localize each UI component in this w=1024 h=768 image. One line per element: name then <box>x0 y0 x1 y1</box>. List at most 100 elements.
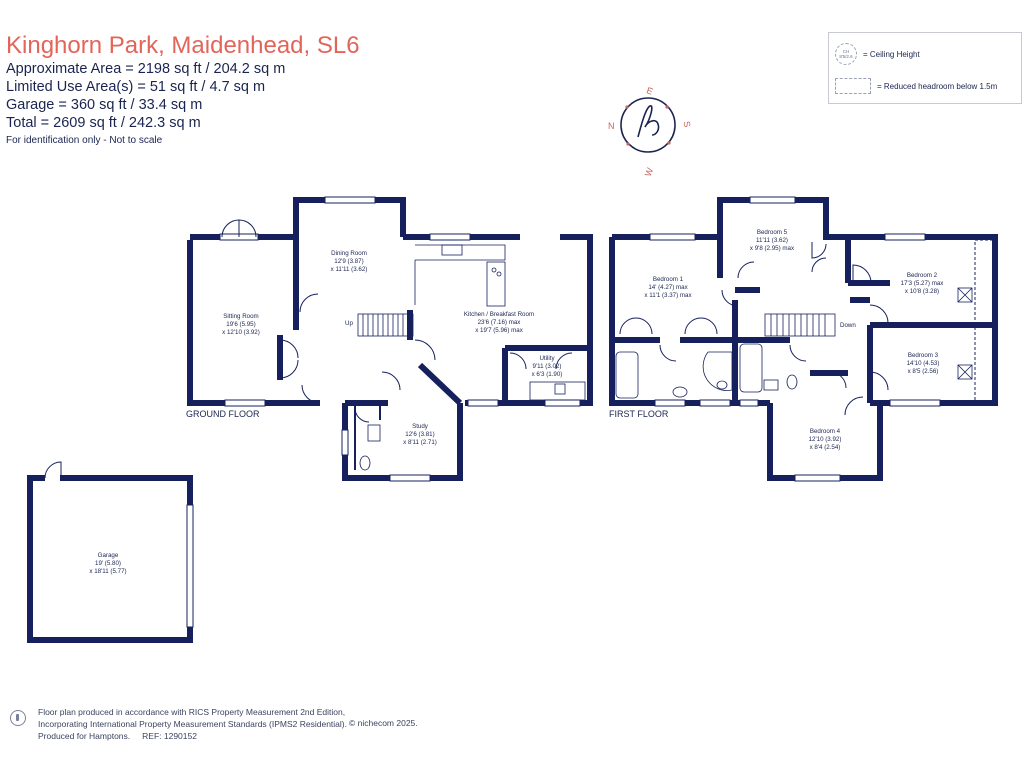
garage-dim1: 19' (5.80) <box>95 560 121 567</box>
utility-name: Utility <box>539 355 555 362</box>
door <box>509 352 527 370</box>
compass-west: W <box>643 166 655 178</box>
garage-door-opening <box>186 504 194 628</box>
skylights <box>957 287 973 380</box>
kitchen-island <box>486 261 506 307</box>
bathroom-fittings <box>615 343 798 399</box>
stairs-up-label: Up <box>345 320 353 327</box>
bedroom4-dim2: x 8'4 (2.54) <box>810 444 841 451</box>
property-title: Kinghorn Park, Maidenhead, SL6 <box>6 32 360 59</box>
reduced-headroom-label: = Reduced headroom below 1.5m <box>877 81 998 91</box>
window <box>649 233 696 241</box>
compass-ring <box>620 97 676 153</box>
sitting-room-dim2: x 12'10 (3.92) <box>222 329 260 336</box>
toilet-icon <box>716 380 728 390</box>
bedroom5-dim2: x 9'8 (2.95) max <box>750 245 795 252</box>
compass-dot <box>625 105 629 109</box>
ground-floor-inner-walls <box>354 403 381 470</box>
door <box>700 317 718 335</box>
wall <box>417 362 463 406</box>
footer-line1: Floor plan produced in accordance with R… <box>38 707 346 717</box>
window <box>341 429 349 456</box>
kitchen-dim2: x 19'7 (5.96) max <box>475 327 524 334</box>
toilet-icon <box>786 374 798 390</box>
bath-icon <box>739 343 763 393</box>
ground-floor-room-labels: Sitting Room 19'6 (5.95) x 12'10 (3.92) … <box>222 250 562 446</box>
window <box>389 474 431 482</box>
window <box>429 233 471 241</box>
ground-floor-doors <box>221 219 573 423</box>
identification-note: For identification only - Not to scale <box>6 135 163 146</box>
reduced-headroom-area <box>974 239 996 326</box>
window <box>889 399 941 407</box>
door <box>659 344 677 362</box>
first-floor-room-labels: Bedroom 1 14' (4.27) max x 11'1 (3.37) m… <box>644 229 944 451</box>
wall <box>27 475 193 643</box>
sink-icon <box>441 244 463 256</box>
window <box>224 399 266 407</box>
dining-room-name: Dining Room <box>331 250 367 257</box>
bedroom1-name: Bedroom 1 <box>653 276 684 283</box>
reduced-headroom-icon <box>835 78 871 94</box>
bedroom5-dim1: 11'11 (3.62) <box>756 237 788 244</box>
door <box>299 293 319 313</box>
window <box>794 474 841 482</box>
skylight-icon <box>957 364 973 380</box>
compass-north: N <box>608 121 615 131</box>
approximate-area: Approximate Area = 2198 sq ft / 204.2 sq… <box>6 61 286 77</box>
bedroom3-name: Bedroom 3 <box>908 352 939 359</box>
ceiling-height-icon: CH 8'5/2.6 <box>835 43 857 65</box>
first-floor-label: FIRST FLOOR <box>609 409 669 419</box>
dining-room-dim1: 12'9 (3.87) <box>334 258 363 265</box>
door <box>238 219 257 238</box>
window <box>544 399 581 407</box>
garage-dim2: x 18'11 (5.77) <box>89 568 126 575</box>
bedroom2-dim2: x 10'8 (3.28) <box>905 288 939 295</box>
skylight-icon <box>957 364 973 380</box>
reduced-headroom-area <box>974 326 996 402</box>
dining-room-dim2: x 11'11 (3.62) <box>331 266 368 273</box>
study-dim2: x 8'11 (2.71) <box>403 439 437 446</box>
garage-area: Garage = 360 sq ft / 33.4 sq m <box>6 97 203 113</box>
hob-icon <box>491 267 497 273</box>
footer-produced-for: Produced for Hamptons. <box>38 731 131 741</box>
door <box>829 371 847 389</box>
garage-name: Garage <box>98 552 119 559</box>
door <box>301 384 321 404</box>
door <box>381 371 401 391</box>
window <box>749 196 796 204</box>
hamptons-logo-icon <box>637 105 660 138</box>
door <box>279 339 299 359</box>
door <box>414 339 436 361</box>
door <box>221 219 240 238</box>
person-icon <box>10 710 26 726</box>
basin-icon <box>763 379 779 391</box>
legend-reduced-headroom: = Reduced headroom below 1.5m <box>835 78 997 94</box>
stair-treads <box>770 314 826 336</box>
compass: N E S W <box>608 85 692 178</box>
stairs-down-label: Down <box>840 322 856 329</box>
cloakroom-fittings <box>359 424 381 471</box>
door <box>635 317 653 335</box>
ground-floor-walls <box>187 197 593 481</box>
door <box>811 257 827 273</box>
worktop <box>415 244 506 261</box>
bath-icon <box>615 351 639 399</box>
utility-dim2: x 6'3 (1.90) <box>532 371 563 378</box>
compass-east: E <box>645 85 654 96</box>
hob-icon <box>496 271 502 277</box>
ceiling-height-label: = Ceiling Height <box>863 49 920 59</box>
bedroom2-dim1: 17'3 (5.27) max <box>901 280 945 287</box>
bedroom4-name: Bedroom 4 <box>810 428 841 435</box>
study-name: Study <box>412 423 429 430</box>
sitting-room-dim1: 19'6 (5.95) <box>226 321 255 328</box>
basin-icon <box>367 424 381 442</box>
door <box>354 407 370 423</box>
door <box>852 264 872 284</box>
wall <box>717 197 851 283</box>
footer: Floor plan produced in accordance with R… <box>38 706 347 742</box>
door <box>869 371 889 391</box>
door <box>619 317 637 335</box>
first-floor-doors <box>619 242 889 416</box>
door <box>684 317 702 335</box>
